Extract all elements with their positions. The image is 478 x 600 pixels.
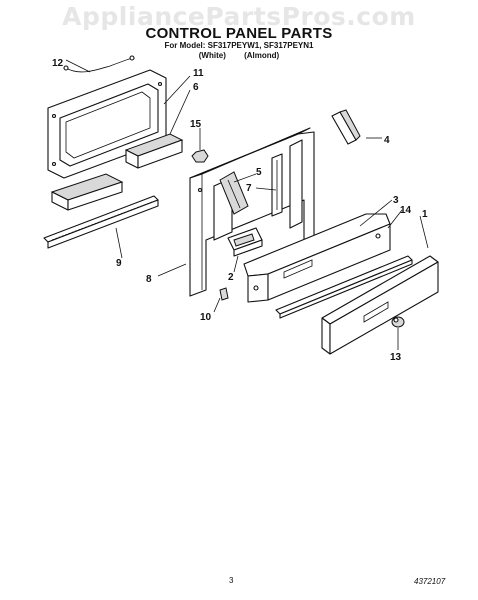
part-4-end-bracket [331,109,361,145]
part-13-knob [391,316,405,328]
callout-4: 4 [384,135,390,146]
callout-5: 5 [256,167,262,178]
document-number: 4372107 [414,577,446,586]
part-14-trim [275,255,413,319]
callout-8: 8 [146,274,152,285]
model-line: For Model: SF317PEYW1, SF317PEYN1 [164,41,314,50]
callout-14: 14 [400,205,412,216]
callout-10: 10 [200,312,212,323]
part-7-side-bracket [271,153,283,217]
callout-3: 3 [393,195,399,206]
part-15-nut [191,149,209,163]
part-3-control-board [243,213,391,303]
diagram-title: CONTROL PANEL PARTS [145,25,333,42]
watermark: AppliancePartsPros.com [62,2,416,31]
part-2-lamp-holder [227,227,263,257]
callout-9: 9 [116,258,122,269]
finish-white: (White) [198,51,226,60]
callout-11: 11 [193,68,204,79]
callout-1: 1 [422,209,428,220]
callout-2: 2 [228,272,234,283]
insulation-lower [50,173,124,211]
part-9-trim-strip [43,195,159,249]
part-12-wire [63,55,135,73]
part-11-rear-panel [47,69,167,179]
part-5-bracket [219,171,249,215]
callout-12: 12 [52,58,64,69]
callout-15: 15 [190,119,202,130]
finish-row: (White) (Almond) [0,51,478,60]
callout-13: 13 [390,352,402,363]
finish-almond: (Almond) [244,51,280,60]
part-6-insulation [124,133,184,169]
part-10-clip [219,287,229,301]
callout-6: 6 [193,82,199,93]
part-1-overlay [321,255,439,355]
page-number: 3 [229,576,234,585]
leader-lines [65,59,429,350]
part-8-control-frame [189,127,315,297]
callout-7: 7 [246,183,252,194]
